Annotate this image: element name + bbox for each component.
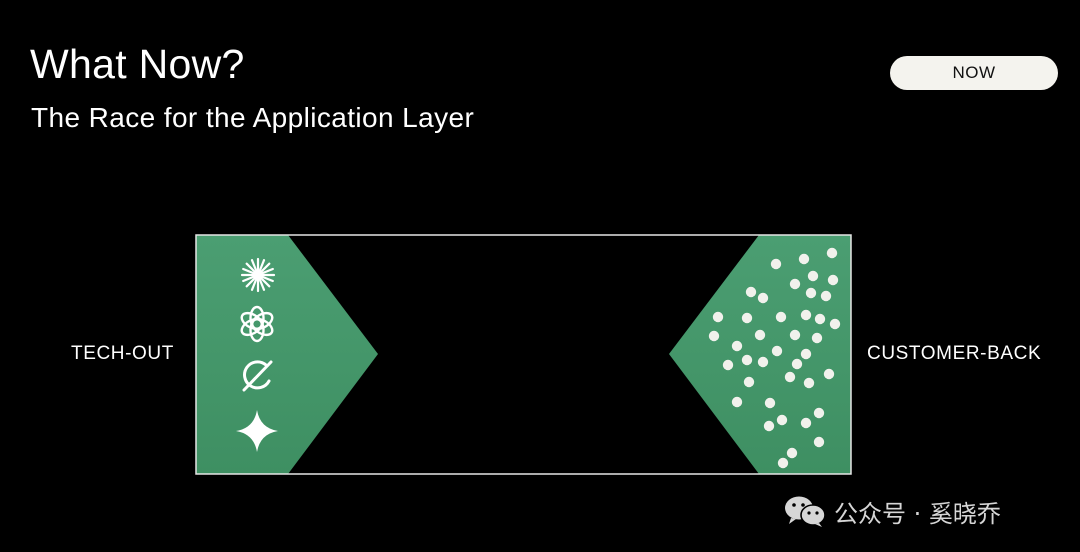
starburst-icon (240, 257, 276, 293)
customer-dot (789, 329, 801, 341)
customer-dot (791, 358, 803, 370)
customer-dot (763, 420, 775, 432)
customer-dot (800, 417, 812, 429)
customer-dot (764, 397, 776, 409)
perplexity-loop-icon (242, 360, 273, 392)
wechat-icon (785, 496, 826, 527)
customer-dot (731, 340, 743, 352)
customer-dot (722, 359, 734, 371)
customer-dot (826, 247, 838, 259)
customer-dot (743, 376, 755, 388)
customer-dot (776, 414, 788, 426)
customer-dot (754, 329, 766, 341)
customer-dot (712, 311, 724, 323)
customer-dot (741, 312, 753, 324)
customer-back-label: CUSTOMER-BACK (867, 343, 1042, 364)
page-title: What Now? (30, 41, 245, 87)
customer-dot (757, 292, 769, 304)
customer-dot (745, 286, 757, 298)
customer-dot (823, 368, 835, 380)
customer-dot (829, 318, 841, 330)
wechat-watermark: 公众号 · 奚晓乔 (784, 494, 1001, 528)
customer-dot (820, 290, 832, 302)
customer-dot (775, 311, 787, 323)
customer-dot (757, 356, 769, 368)
customer-dot (784, 371, 796, 383)
customer-dot (731, 396, 743, 408)
customer-dots (708, 247, 841, 469)
customer-dot (813, 436, 825, 448)
customer-dot (811, 332, 823, 344)
openai-knot-icon (240, 305, 274, 343)
page-subtitle: The Race for the Application Layer (31, 102, 475, 133)
customer-back-wedge (669, 235, 851, 474)
diagram-frame (195, 234, 852, 475)
customer-dot (813, 407, 825, 419)
customer-dot (814, 313, 826, 325)
customer-dot (708, 330, 720, 342)
customer-dot (807, 270, 819, 282)
customer-dot (798, 253, 810, 265)
tech-out-wedge (196, 235, 378, 474)
watermark-text: 公众号 · 奚晓乔 (834, 499, 1001, 528)
customer-dot (803, 377, 815, 389)
customer-dot (827, 274, 839, 286)
customer-dot (770, 258, 782, 270)
now-badge[interactable]: NOW (890, 56, 1058, 90)
customer-dot (800, 309, 812, 321)
customer-dot (789, 278, 801, 290)
tech-out-label: TECH-OUT (71, 343, 174, 364)
customer-dot (741, 354, 753, 366)
sparkle-star-icon (236, 410, 278, 452)
customer-dot (777, 457, 789, 469)
customer-dot (800, 348, 812, 360)
customer-dot (805, 287, 817, 299)
customer-dot (786, 447, 798, 459)
customer-dot (771, 345, 783, 357)
